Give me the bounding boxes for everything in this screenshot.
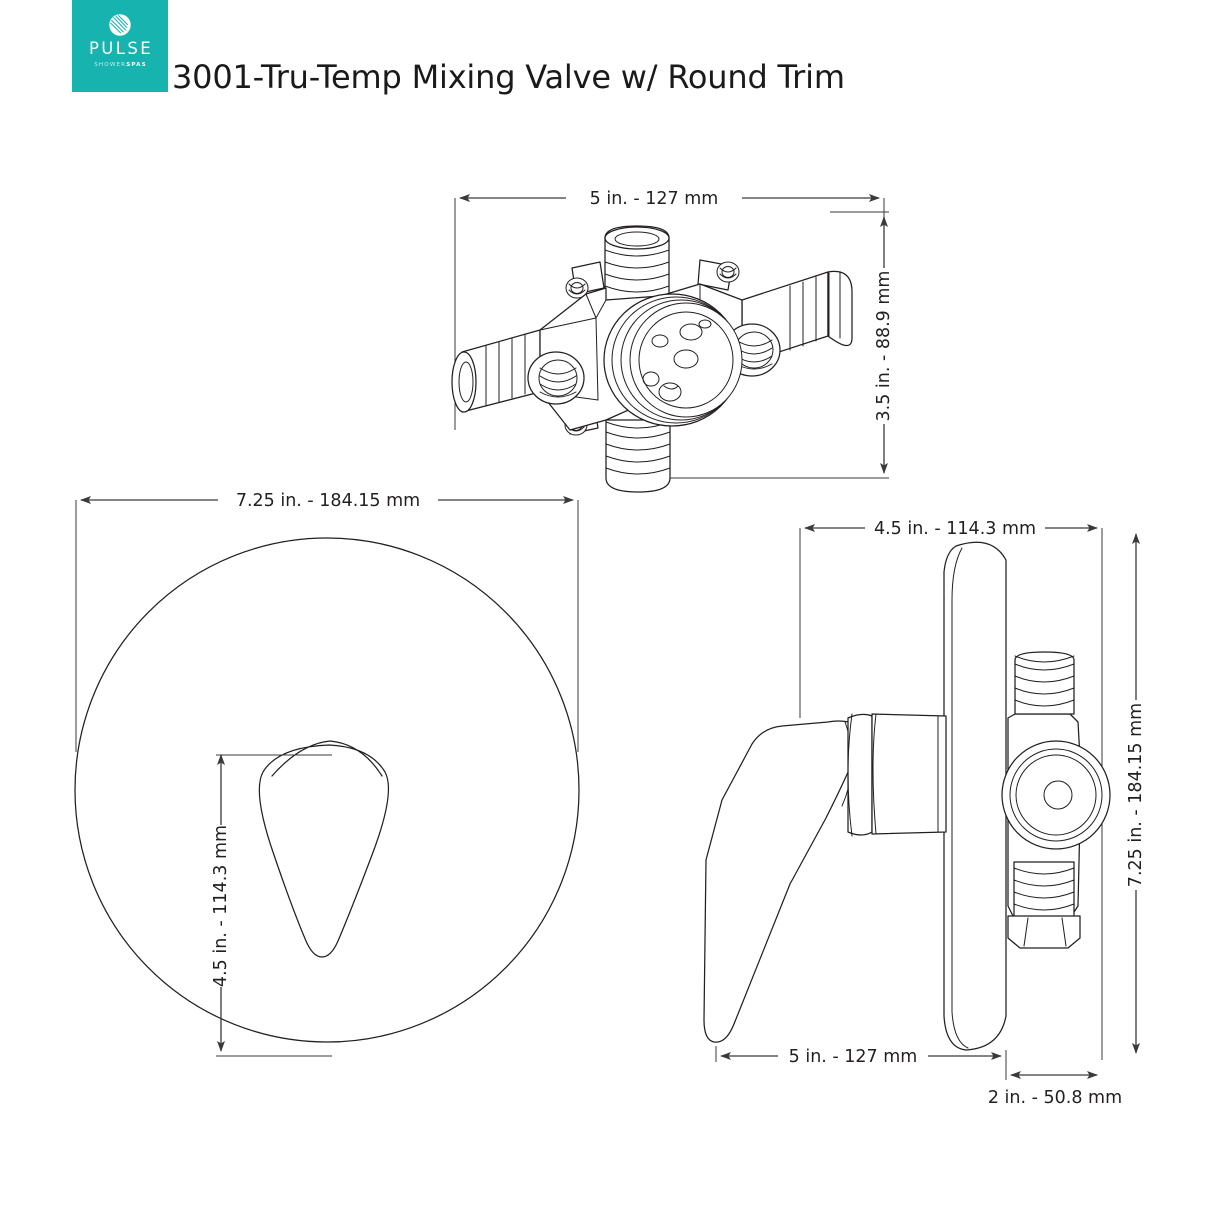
page-title: 3001-Tru-Temp Mixing Valve w/ Round Trim [172,58,845,96]
side-valve-cap [1001,740,1111,850]
side-valve-depth-dimension: 2 in. - 50.8 mm [988,1050,1122,1108]
side-top-width-label: 4.5 in. - 114.3 mm [874,519,1036,539]
side-escutcheon-plate [943,541,1007,1051]
logo-wordmark: PULSE [88,39,154,58]
trim-side-view: 4.5 in. - 114.3 mm 7.25 in. - 184.15 mm [703,514,1148,1108]
side-bottom-width-dimension: 5 in. - 127 mm [715,1042,1002,1067]
trim-front-view: 7.25 in. - 184.15 mm 4.5 in. - 114.3 mm [74,486,580,1057]
logo-subwordmark: SHOWERSPAS [93,61,147,69]
logo-sub-light: SHOWER [94,61,127,68]
side-valve-body [1001,651,1111,949]
side-bottom-width-label: 5 in. - 127 mm [789,1047,918,1067]
valve-cartridge-face [603,293,743,427]
side-valve-hex-nut [1007,915,1081,949]
valve-left-port [451,329,541,413]
trim-diameter-dimension: 7.25 in. - 184.15 mm [75,486,579,752]
valve-width-label: 5 in. - 127 mm [590,189,719,209]
logo-sub-bold: SPAS [126,61,147,68]
side-plate-height-dimension: 7.25 in. - 184.15 mm [1124,533,1148,1054]
page-header: PULSE SHOWERSPAS 3001-Tru-Temp Mixing Va… [0,0,1214,110]
handle-height-label: 4.5 in. - 114.3 mm [211,825,231,987]
valve-height-dimension: 3.5 in. - 88.9 mm [620,211,896,479]
side-plate-height-label: 7.25 in. - 184.15 mm [1126,703,1146,887]
side-valve-top-thread [1014,651,1075,715]
shower-head-icon [108,13,132,37]
brand-logo: PULSE SHOWERSPAS [72,0,168,92]
valve-body-view: 5 in. - 127 mm 3.5 in. - 88.9 mm [451,184,896,493]
side-valve-depth-label: 2 in. - 50.8 mm [988,1088,1122,1108]
side-top-width-dimension: 4.5 in. - 114.3 mm [799,514,1103,1060]
handle-height-dimension: 4.5 in. - 114.3 mm [209,754,332,1057]
side-handle-lever [703,720,853,1043]
side-stem-hub [847,713,947,837]
side-valve-bottom-thread [1007,861,1081,949]
valve-height-label: 3.5 in. - 88.9 mm [874,271,894,422]
valve-top-port [604,225,670,301]
valve-bottom-port [605,419,671,493]
valve-front-boss-left [527,351,585,405]
trim-diameter-label: 7.25 in. - 184.15 mm [236,491,420,511]
trim-handle-lever [258,740,390,958]
valve-width-dimension: 5 in. - 127 mm [454,184,885,430]
